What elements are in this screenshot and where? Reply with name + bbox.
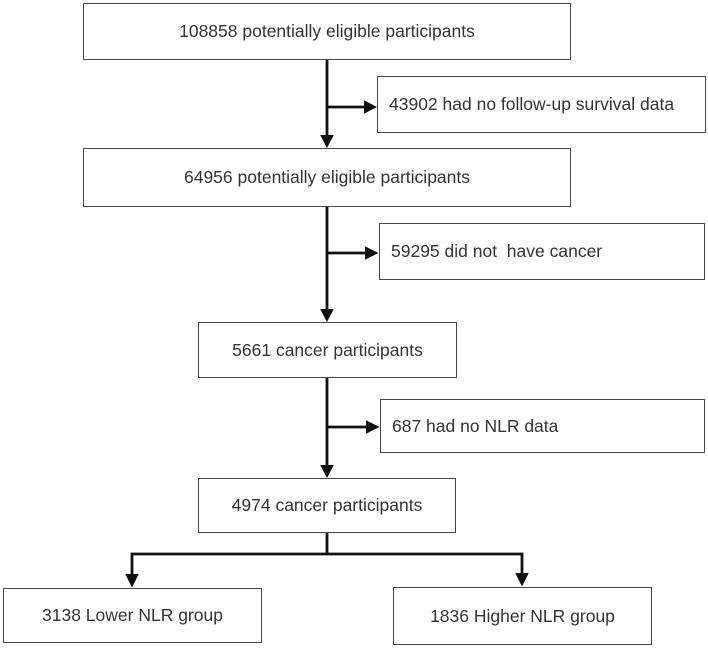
flow-box-label: 3138 Lower NLR group	[42, 605, 223, 626]
flow-box-label: 64956 potentially eligible participants	[183, 167, 471, 188]
flow-box-label: 687 had no NLR data	[392, 415, 559, 436]
arrowhead-down-icon	[125, 574, 139, 588]
arrowhead-down-icon	[320, 135, 334, 148]
flow-box-label: 1836 Higher NLR group	[430, 605, 615, 626]
arrowhead-down-icon	[320, 309, 334, 322]
flow-box-label: 5661 cancer participants	[232, 339, 423, 360]
flow-box-label: 4974 cancer participants	[231, 495, 423, 516]
arrowhead-right-icon	[365, 246, 379, 260]
flow-box-label: 43902 had no follow-up survival data	[389, 94, 675, 115]
flow-box-label: 59295 did not have cancer	[391, 241, 603, 262]
flow-box-cancer-participants-5661: 5661 cancer participants	[198, 322, 457, 378]
flow-box-excluded-no-nlr-data: 687 had no NLR data	[380, 399, 705, 453]
arrowhead-down-icon	[515, 573, 529, 587]
flow-box-excluded-no-cancer: 59295 did not have cancer	[379, 223, 705, 280]
flow-box-lower-nlr-group: 3138 Lower NLR group	[3, 588, 262, 643]
flow-box-label: 108858 potentially eligible participants	[179, 21, 475, 42]
flow-box-potentially-eligible-64956: 64956 potentially eligible participants	[83, 148, 571, 207]
flow-box-cancer-participants-4974: 4974 cancer participants	[198, 478, 456, 533]
flow-box-potentially-eligible-108858: 108858 potentially eligible participants	[83, 3, 571, 60]
connector-split-bar	[130, 552, 524, 577]
flow-box-higher-nlr-group: 1836 Higher NLR group	[393, 587, 652, 645]
arrowhead-right-icon	[364, 100, 377, 114]
arrowhead-right-icon	[366, 420, 380, 434]
flow-box-excluded-no-followup-data: 43902 had no follow-up survival data	[377, 76, 706, 133]
arrowhead-down-icon	[320, 465, 334, 478]
